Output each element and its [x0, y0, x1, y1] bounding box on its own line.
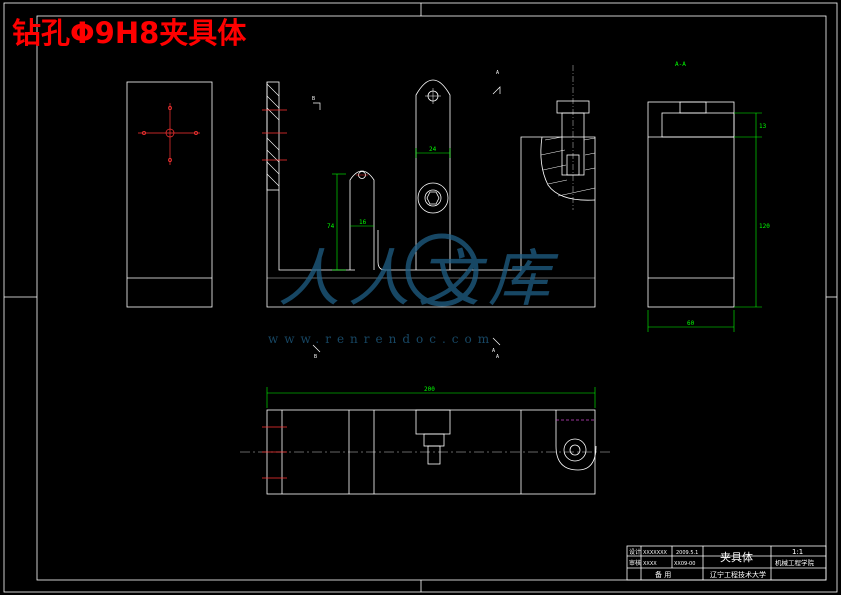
watermark-logo-text: 人人文库: [278, 242, 559, 315]
top-view-centerlines: [262, 426, 287, 479]
title-block: [626, 545, 827, 581]
top-dimensions: [266, 387, 596, 408]
dimension-overall-length: 200: [424, 386, 435, 393]
title-block-material: 备 用: [655, 570, 671, 579]
title-block-designer-value: XXXXXXX: [643, 550, 668, 556]
label-section-top: A: [496, 70, 499, 76]
title-block-designer-label: 设计: [629, 548, 641, 556]
label-section-bottom: A: [492, 348, 495, 354]
side-view: [647, 101, 735, 308]
label-section-right: A: [496, 354, 499, 360]
dimension-post-width: 16: [359, 219, 367, 226]
front-view: [266, 65, 596, 353]
drawing-title: 钻孔Φ9H8夹具体: [12, 16, 247, 50]
watermark: 人人文库 www.renrendoc.com: [268, 233, 559, 346]
label-section-left-bottom: B: [314, 354, 317, 360]
hole-pattern-view: [126, 81, 213, 308]
front-dimensions: [332, 148, 451, 271]
label-section-left-top: B: [312, 96, 315, 102]
title-block-department: 机械工程学院: [775, 558, 815, 567]
title-block-date: 2009.5.1: [676, 550, 698, 556]
title-block-checker-label: 审核: [629, 559, 641, 567]
dimension-top-width: 24: [429, 146, 437, 153]
drawing-frame: [3, 2, 838, 593]
title-block-drawing-no: XX09-00: [674, 561, 695, 567]
label-aux-view: A-A: [675, 61, 686, 68]
top-view: [240, 409, 610, 495]
title-block-scale: 1:1: [792, 548, 803, 556]
dimension-side-small: 13: [759, 123, 767, 130]
side-dimensions: [647, 112, 762, 332]
title-block-school: 辽宁工程技术大学: [710, 570, 766, 579]
dimension-side-width: 60: [687, 320, 695, 327]
title-block-checker-value: XXXX: [643, 561, 657, 567]
dimension-side-height: 120: [759, 223, 770, 230]
wall-centerlines: [262, 109, 287, 161]
dimension-post-height: 74: [327, 223, 335, 230]
title-block-part-name: 夹具体: [720, 550, 753, 564]
watermark-url: www.renrendoc.com: [268, 332, 495, 346]
